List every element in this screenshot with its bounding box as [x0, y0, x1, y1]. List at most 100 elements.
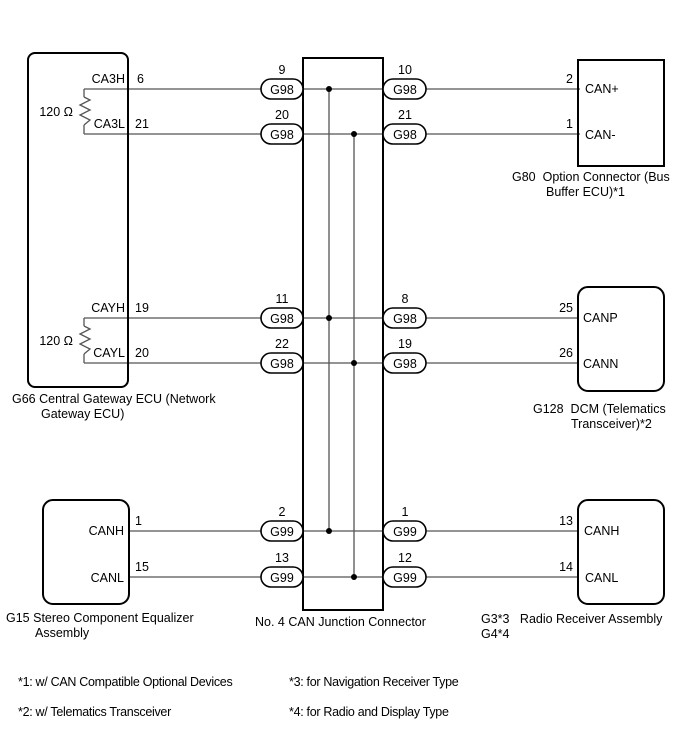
pin-label: CA3L	[94, 117, 125, 131]
connector-pill	[382, 307, 427, 329]
wires	[83, 88, 580, 578]
pin-number: 2	[566, 72, 573, 86]
pin-label: CANL	[585, 571, 618, 585]
gateway-caption: G66 Central Gateway ECU (Network Gateway…	[12, 392, 216, 422]
component-code: G3*3	[481, 612, 510, 626]
junction-connector-box	[302, 57, 384, 611]
pin-number: 20	[275, 108, 289, 122]
pin-number: 22	[275, 337, 289, 351]
junction-caption: No. 4 CAN Junction Connector	[255, 615, 426, 629]
stereo-box	[42, 499, 130, 605]
junction-labels: G98 9 G98 20 G98 11 G98 22 G99 2 G99 13 …	[270, 63, 417, 585]
component-name: Option Connector (Bus	[542, 170, 670, 184]
pin-number: 11	[276, 292, 289, 306]
splice-dot	[326, 528, 332, 534]
connector-pill	[382, 520, 427, 542]
connector-pill	[260, 78, 304, 100]
connector-pill	[260, 520, 304, 542]
pin-label: CAYH	[91, 301, 125, 315]
component-code-alt: G4*4	[481, 627, 510, 641]
splice-dot	[326, 86, 332, 92]
splice-dot	[351, 131, 357, 137]
connector-pill	[260, 566, 304, 588]
pin-number: 19	[135, 301, 149, 315]
pin-label: CA3H	[92, 72, 125, 86]
pin-number: 21	[398, 108, 412, 122]
component-name-cont: Assembly	[35, 626, 90, 640]
resistor-value: 120 Ω	[39, 334, 73, 348]
component-code: G66	[12, 392, 36, 406]
connector-pills	[260, 78, 427, 588]
dcm-box	[577, 286, 665, 392]
pin-label: CANN	[583, 357, 618, 371]
connector-code: G98	[393, 357, 417, 371]
pin-number: 14	[559, 560, 573, 574]
component-name: Central Gateway ECU (Network	[39, 392, 216, 406]
option-connector-caption: G80 Option Connector (Bus Buffer ECU)*1	[512, 170, 670, 200]
resistor-value: 120 Ω	[39, 105, 73, 119]
connector-pill	[260, 352, 304, 374]
connector-pill	[382, 123, 427, 145]
gateway-labels: CA3H 6 CA3L 21 CAYH 19 CAYL 20 120 Ω 120…	[39, 72, 149, 360]
gateway-ecu-box	[27, 52, 129, 388]
connector-pill	[382, 566, 427, 588]
pin-number: 2	[279, 505, 286, 519]
pin-number: 13	[275, 551, 289, 565]
pin-number: 26	[559, 346, 573, 360]
footnote-3: *3: for Navigation Receiver Type	[289, 675, 459, 689]
pin-label: CANH	[89, 524, 124, 538]
pin-number: 12	[398, 551, 412, 565]
footnote-1: *1: w/ CAN Compatible Optional Devices	[18, 675, 233, 689]
component-name-cont: Transceiver)*2	[571, 417, 652, 431]
dcm-caption: G128 DCM (Telematics Transceiver)*2	[533, 402, 666, 432]
connector-pill	[260, 123, 304, 145]
connector-code: G99	[270, 525, 294, 539]
pin-number: 6	[137, 72, 144, 86]
pin-label: CANH	[584, 524, 619, 538]
splice-dot	[351, 574, 357, 580]
component-name-cont: Gateway ECU)	[41, 407, 125, 421]
radio-caption: G3*3 Radio Receiver Assembly G4*4	[481, 612, 662, 642]
connector-code: G98	[270, 312, 294, 326]
pin-label: CAN-	[585, 128, 616, 142]
pin-number: 15	[135, 560, 149, 574]
pin-number: 21	[135, 117, 149, 131]
component-name-cont: Buffer ECU)*1	[546, 185, 625, 199]
component-name: Stereo Component Equalizer	[33, 611, 194, 625]
pin-number: 20	[135, 346, 149, 360]
connector-code: G98	[270, 128, 294, 142]
pin-number: 10	[398, 63, 412, 77]
connector-code: G98	[270, 83, 294, 97]
pin-number: 9	[279, 63, 286, 77]
pin-number: 8	[402, 292, 409, 306]
pin-number: 1	[566, 117, 573, 131]
pin-number: 1	[135, 514, 142, 528]
pin-label: CAN+	[585, 82, 619, 96]
component-code: G80	[512, 170, 536, 184]
splice-dot	[351, 360, 357, 366]
pin-number: 1	[402, 505, 409, 519]
option-connector-box	[577, 59, 665, 167]
connector-code: G99	[393, 571, 417, 585]
connector-code: G99	[270, 571, 294, 585]
component-name: Radio Receiver Assembly	[519, 612, 663, 626]
connector-code: G98	[393, 83, 417, 97]
component-name: DCM (Telematics	[570, 402, 666, 416]
resistor-icon	[78, 325, 92, 355]
connector-pill	[382, 78, 427, 100]
pin-label: CANL	[91, 571, 124, 585]
pin-label: CAYL	[93, 346, 125, 360]
footnote-4: *4: for Radio and Display Type	[289, 705, 449, 719]
connector-code: G98	[393, 128, 417, 142]
connector-pill	[260, 307, 304, 329]
radio-box	[577, 499, 665, 605]
pin-label: CANP	[583, 311, 618, 325]
connector-code: G99	[393, 525, 417, 539]
component-code: G128	[533, 402, 564, 416]
connector-code: G98	[270, 357, 294, 371]
pin-number: 13	[559, 514, 573, 528]
pin-number: 19	[398, 337, 412, 351]
connector-code: G98	[393, 312, 417, 326]
connector-pill	[382, 352, 427, 374]
